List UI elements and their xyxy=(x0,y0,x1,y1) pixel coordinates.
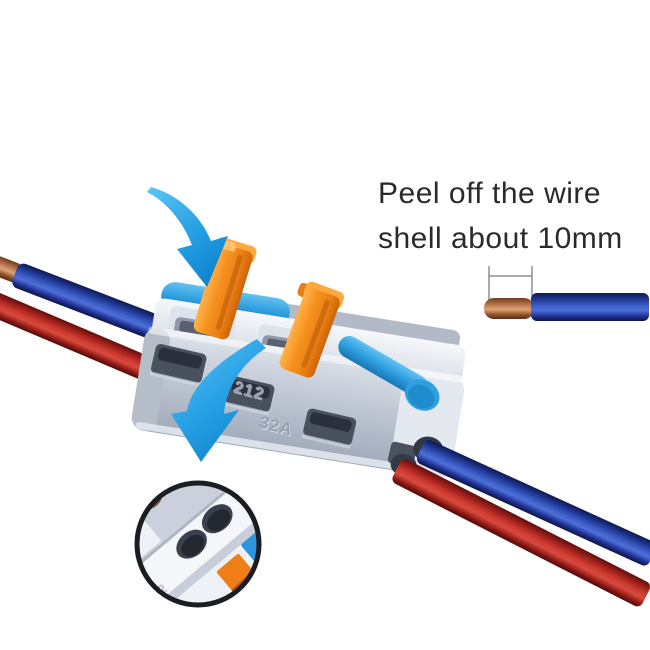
left-red-wire xyxy=(0,289,157,382)
wire-connector-body: 212 212 32A 32A xyxy=(131,237,466,478)
magnified-wire-hole-1 xyxy=(176,529,207,559)
face-vent-slot-1 xyxy=(149,344,207,387)
magnified-body-surface xyxy=(138,484,258,592)
left-blue-wire-copper-tip xyxy=(0,249,24,283)
press-down-arrow-middle-icon xyxy=(171,339,266,462)
diagram-copper-conductor xyxy=(484,298,534,319)
press-down-arrow-top-icon xyxy=(147,187,228,287)
orange-lever-2 xyxy=(279,281,344,378)
diagram-wire-insulation xyxy=(531,293,649,321)
right-red-wire xyxy=(392,459,650,607)
magnified-groove xyxy=(138,486,258,604)
magnified-wire-hole-2 xyxy=(201,504,233,534)
magnified-blue-lever-window xyxy=(241,529,258,568)
right-blue-wire xyxy=(417,440,650,566)
face-vent-slot-3 xyxy=(301,408,357,449)
stripped-wire-diagram xyxy=(484,266,649,321)
face-vent-slot-2 xyxy=(223,376,275,416)
left-blue-wire-insulation xyxy=(12,263,169,342)
left-blue-wire xyxy=(0,249,169,342)
instruction-text-line1: Peel off the wire xyxy=(378,177,601,210)
magnifier-ring xyxy=(134,480,262,608)
instruction-text-line2: shell about 10mm xyxy=(378,222,623,255)
blue-lever-right xyxy=(338,336,440,411)
dimension-bracket xyxy=(488,266,533,300)
